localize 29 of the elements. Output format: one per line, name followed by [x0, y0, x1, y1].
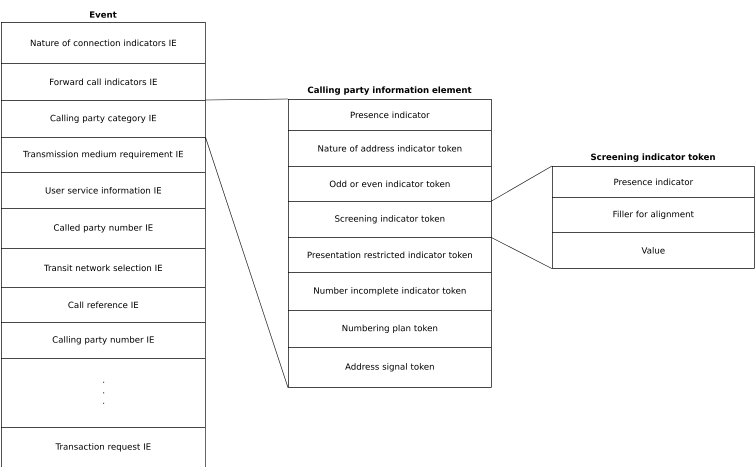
table-cell: Calling party number IE	[1, 322, 206, 359]
table-cell: Number incomplete indicator token	[288, 272, 492, 311]
connector-line	[491, 166, 552, 202]
table-cell: User service information IE	[1, 172, 206, 209]
table-cell: Transmission medium requirement IE	[1, 137, 206, 173]
table-cell: . . .	[1, 358, 206, 428]
table-cell: Transaction request IE	[1, 427, 206, 467]
table-cell: Nature of address indicator token	[288, 130, 492, 167]
table-cell: Presence indicator	[552, 166, 755, 198]
table-cell: Address signal token	[288, 347, 492, 388]
table-cell: Filler for alignment	[552, 197, 755, 233]
table-cell: Value	[552, 232, 755, 269]
table-cell: Screening indicator token	[288, 201, 492, 238]
table-cell: Called party number IE	[1, 208, 206, 249]
table-cell: Transit network selection IE	[1, 248, 206, 288]
table-title: Calling party information element	[308, 86, 472, 95]
table-title: Screening indicator token	[591, 153, 715, 162]
table-cell: Numbering plan token	[288, 310, 492, 348]
connector-line	[205, 137, 288, 388]
table-cell: Forward call indicators IE	[1, 63, 206, 101]
table-cell: Presence indicator	[288, 99, 492, 131]
table-cell: Calling party category IE	[1, 100, 206, 138]
table-cell: Presentation restricted indicator token	[288, 237, 492, 273]
table-cell: Call reference IE	[1, 287, 206, 323]
table-title: Event	[90, 11, 117, 18]
connector-line	[205, 98, 288, 100]
connector-line	[491, 237, 552, 269]
table-cell: Odd or even indicator token	[288, 166, 492, 202]
table-cell: Nature of connection indicators IE	[1, 22, 206, 64]
